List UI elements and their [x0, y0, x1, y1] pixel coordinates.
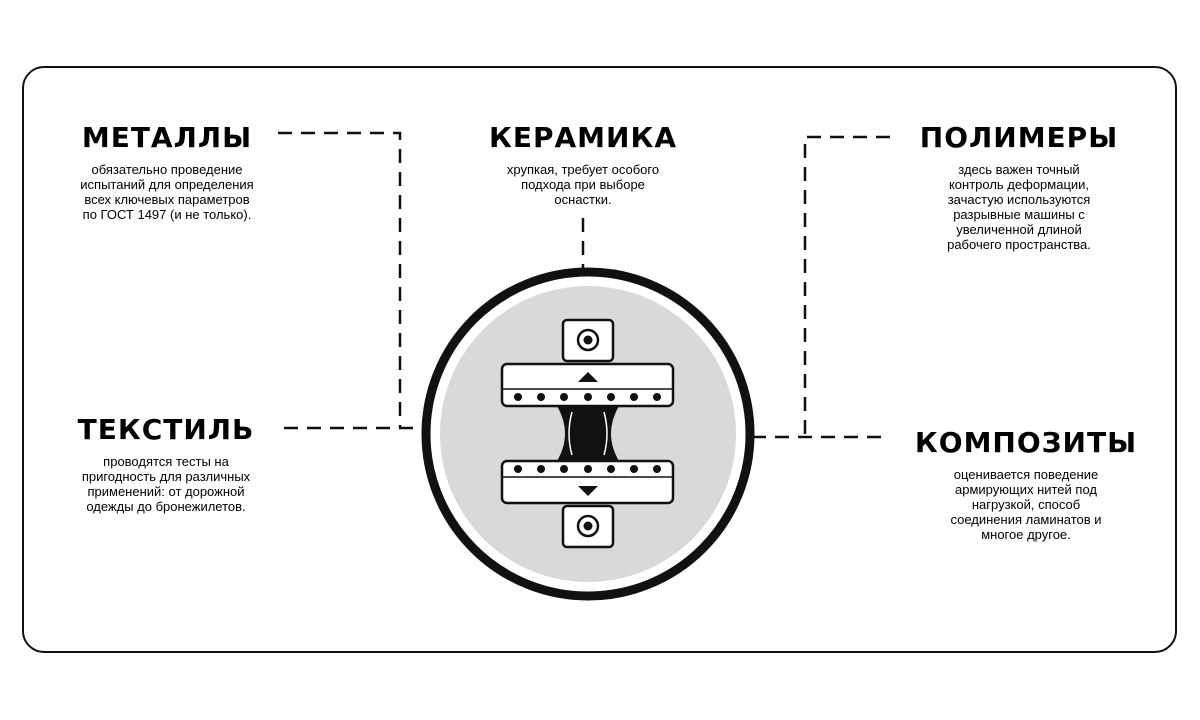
category-composites-title: КОМПОЗИТЫ	[914, 426, 1138, 459]
bottom-crosshead-bolts	[514, 465, 661, 473]
category-textile-description: проводятся тесты на пригодность для разл…	[81, 454, 251, 514]
top-grip-bolt-icon	[576, 328, 600, 352]
tensile-test-machine-icon	[421, 267, 755, 601]
category-ceramics-description: хрупкая, требует особого подхода при выб…	[506, 162, 660, 207]
category-ceramics: КЕРАМИКА хрупкая, требует особого подход…	[470, 121, 696, 208]
category-composites: КОМПОЗИТЫ оценивается поведение армирующ…	[904, 426, 1148, 543]
diagram-frame	[22, 66, 1177, 653]
category-metals-description: обязательно проведение испытаний для опр…	[80, 162, 254, 222]
category-ceramics-title: КЕРАМИКА	[488, 121, 678, 154]
top-crosshead-bolts	[514, 393, 661, 401]
category-textile: ТЕКСТИЛЬ проводятся тесты на пригодность…	[60, 413, 272, 515]
connector-polymers	[803, 135, 890, 437]
category-polymers: ПОЛИМЕРЫ здесь важен точный контроль деф…	[906, 121, 1132, 253]
category-textile-title: ТЕКСТИЛЬ	[77, 413, 255, 446]
category-polymers-description: здесь важен точный контроль деформации, …	[947, 162, 1091, 252]
category-polymers-title: ПОЛИМЕРЫ	[919, 121, 1119, 154]
category-composites-description: оценивается поведение армирующих нитей п…	[950, 467, 1102, 542]
arrow-down-icon	[578, 486, 598, 496]
connector-metals	[278, 131, 402, 428]
category-metals-title: МЕТАЛЛЫ	[81, 121, 253, 154]
arrow-up-icon	[578, 372, 598, 382]
category-metals: МЕТАЛЛЫ обязательно проведение испытаний…	[72, 121, 262, 223]
bottom-crosshead	[500, 459, 675, 505]
bottom-grip-bolt-icon	[576, 514, 600, 538]
specimen-sample	[557, 406, 619, 461]
